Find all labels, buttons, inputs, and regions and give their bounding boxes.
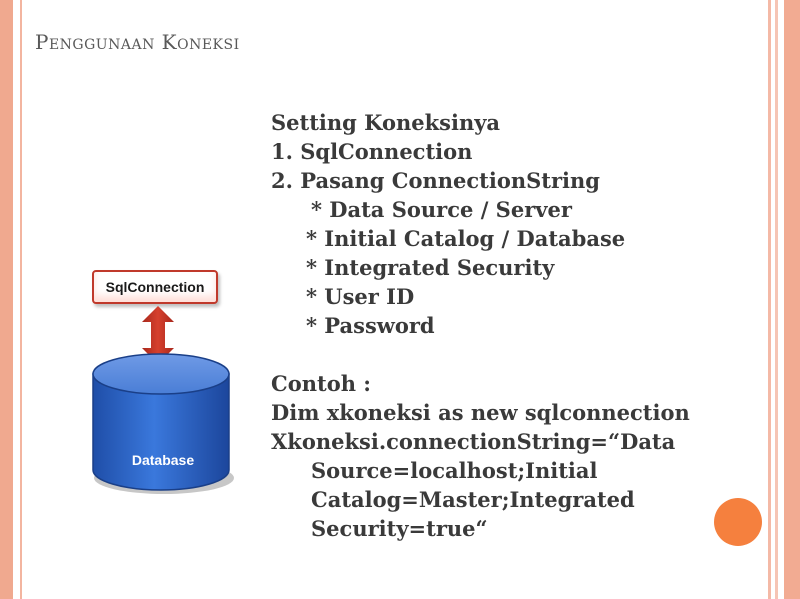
slide-title: Penggunaan Koneksi <box>35 30 240 54</box>
right-decorative-stripes <box>762 0 800 599</box>
step-item: 2. Pasang ConnectionString <box>271 168 600 193</box>
bullet-item: * Password <box>306 313 435 338</box>
code-line: Catalog=Master;Integrated <box>311 487 635 512</box>
bullet-item: * User ID <box>306 284 415 309</box>
bullet-item: * Data Source / Server <box>311 197 572 222</box>
step-item: 1. SqlConnection <box>271 139 473 164</box>
example-label: Contoh : <box>271 371 372 396</box>
orange-circle-decoration <box>714 498 762 546</box>
double-arrow-icon <box>142 306 174 364</box>
code-line: Source=localhost;Initial <box>311 458 598 483</box>
bullet-item: * Initial Catalog / Database <box>306 226 626 251</box>
code-line: Security=true“ <box>311 516 488 541</box>
database-cylinder-icon <box>92 353 234 494</box>
left-decorative-strip <box>0 0 13 599</box>
sqlconnection-box: SqlConnection <box>92 270 218 304</box>
bullet-item: * Integrated Security <box>306 255 555 280</box>
database-label: Database <box>131 452 195 468</box>
slide-content: Setting Koneksinya 1. SqlConnection 2. P… <box>271 108 751 543</box>
content-heading: Setting Koneksinya <box>271 110 501 135</box>
left-decorative-rule <box>20 0 22 599</box>
sqlconnection-label: SqlConnection <box>105 279 205 295</box>
code-line: Dim xkoneksi as new sqlconnection <box>271 400 690 425</box>
spacer <box>271 340 751 369</box>
code-line: Xkoneksi.connectionString=“Data <box>271 429 676 454</box>
